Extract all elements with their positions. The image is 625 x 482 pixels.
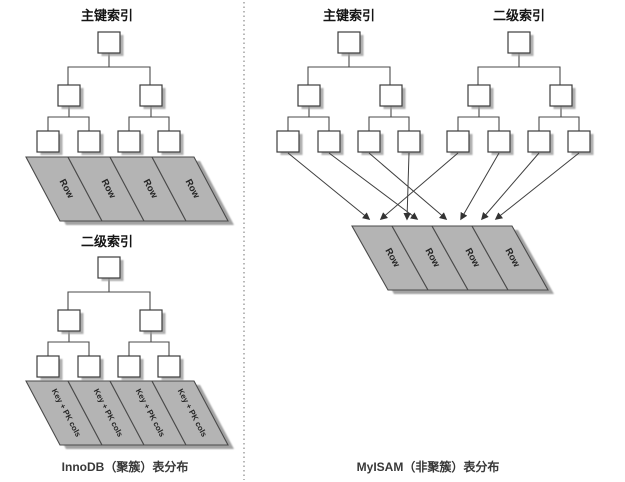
row-cell <box>471 225 549 291</box>
tree-node <box>78 356 104 380</box>
tree-node <box>338 32 364 56</box>
tree-node <box>140 310 166 334</box>
tree-node <box>37 356 63 380</box>
tree-node <box>508 32 534 56</box>
tree-connectors <box>457 53 580 131</box>
tree-node <box>398 131 424 155</box>
pointer-arrow <box>494 152 580 220</box>
pointer-arrow <box>403 152 411 221</box>
tree-node <box>318 131 344 155</box>
tree-node <box>118 356 144 380</box>
tree-node <box>58 85 84 109</box>
tree-node <box>140 85 166 109</box>
tree-connectors <box>47 53 170 131</box>
tree-node <box>380 85 406 109</box>
innodb-primary-index-title: 主键索引 <box>81 8 133 23</box>
pointer-arrow <box>481 152 540 221</box>
tree-node <box>468 85 494 109</box>
row-pointer-arrows <box>287 152 580 221</box>
tree-node <box>58 310 84 334</box>
tree-node <box>298 85 324 109</box>
innodb-panel: 主键索引 Row Row Row Row 二级索引 <box>25 8 234 474</box>
myisam-primary-index-title: 主键索引 <box>323 8 375 23</box>
key-cell <box>151 380 229 446</box>
tree-node <box>447 131 473 155</box>
tree-node <box>550 85 576 109</box>
myisam-caption: MyISAM（非聚簇）表分布 <box>357 459 500 474</box>
tree-node <box>78 131 104 155</box>
tree-node <box>528 131 554 155</box>
pointer-arrow <box>287 152 371 220</box>
innodb-secondary-index-title: 二级索引 <box>81 234 133 249</box>
pointer-arrow <box>460 152 500 221</box>
innodb-caption: InnoDB（聚簇）表分布 <box>62 459 189 474</box>
tree-node <box>37 131 63 155</box>
tree-node <box>98 257 124 281</box>
pointer-arrow <box>379 152 459 220</box>
innodb-key-band: Key + PK cols Key + PK cols Key + PK col… <box>25 380 234 449</box>
tree-node <box>158 356 184 380</box>
tree-node <box>98 32 124 56</box>
myisam-secondary-index-title: 二级索引 <box>493 8 545 23</box>
row-cell <box>151 156 229 222</box>
tree-node <box>568 131 594 155</box>
tree-node <box>358 131 384 155</box>
tree-node <box>277 131 303 155</box>
myisam-panel: 主键索引 二级索引 <box>277 8 594 474</box>
innodb-row-band: Row Row Row Row <box>25 156 234 225</box>
tree-node <box>158 131 184 155</box>
tree-node <box>488 131 514 155</box>
pointer-arrow <box>328 152 419 220</box>
tree-connectors <box>287 53 410 131</box>
tree-connectors <box>47 278 170 356</box>
myisam-row-band: Row Row Row Row <box>351 225 554 294</box>
tree-node <box>118 131 144 155</box>
